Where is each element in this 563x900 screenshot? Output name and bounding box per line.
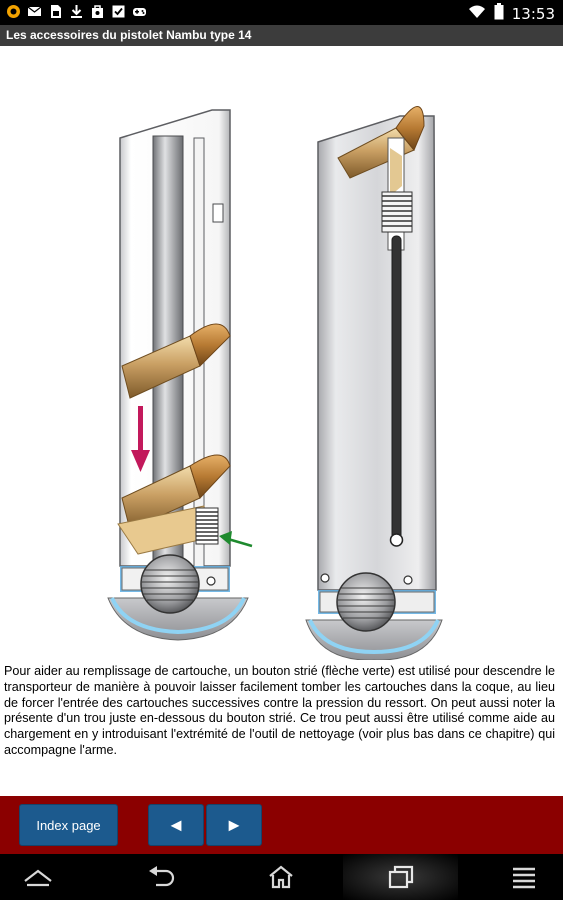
- ribbed-button-right: [381, 191, 413, 233]
- back-icon[interactable]: [141, 862, 181, 892]
- recent-apps-icon[interactable]: [381, 862, 421, 892]
- cartridge-lower: [121, 454, 231, 531]
- index-page-button[interactable]: Index page: [19, 804, 118, 846]
- chevron-up-icon[interactable]: [18, 862, 58, 892]
- bag-icon: [90, 4, 105, 19]
- menu-icon[interactable]: [504, 862, 544, 892]
- description-text: Pour aider au remplissage de cartouche, …: [4, 664, 555, 757]
- checkbox-icon: [111, 4, 126, 19]
- previous-page-button[interactable]: ◄: [148, 804, 204, 846]
- green-arrow: [219, 531, 253, 548]
- mail-icon: [27, 4, 42, 19]
- down-arrow-magenta: [131, 406, 150, 472]
- home-icon[interactable]: [261, 862, 301, 892]
- page-title: Les accessoires du pistolet Nambu type 1…: [0, 25, 563, 46]
- sim-card-icon: [48, 4, 63, 19]
- wifi-icon: [468, 4, 486, 23]
- system-status: 13:53: [468, 3, 555, 24]
- battery-icon: [494, 3, 504, 24]
- clock: 13:53: [511, 4, 555, 23]
- next-page-button[interactable]: ►: [206, 804, 262, 846]
- notification-o-icon: [6, 4, 21, 19]
- download-icon: [69, 4, 84, 19]
- status-bar: 13:53: [0, 0, 563, 25]
- cartridge-top: [121, 323, 231, 399]
- ribbed-button-left: [195, 507, 219, 545]
- magazine-illustration: [0, 46, 563, 661]
- recent-apps-highlight: [343, 854, 458, 900]
- magazine-cutaway-left: [107, 109, 253, 641]
- magazine-external-right: [305, 106, 443, 661]
- notification-icons: [6, 4, 147, 19]
- gamepad-icon: [132, 4, 147, 19]
- bottom-toolbar: Index page ◄ ►: [0, 796, 563, 854]
- navigation-bar: [0, 854, 563, 900]
